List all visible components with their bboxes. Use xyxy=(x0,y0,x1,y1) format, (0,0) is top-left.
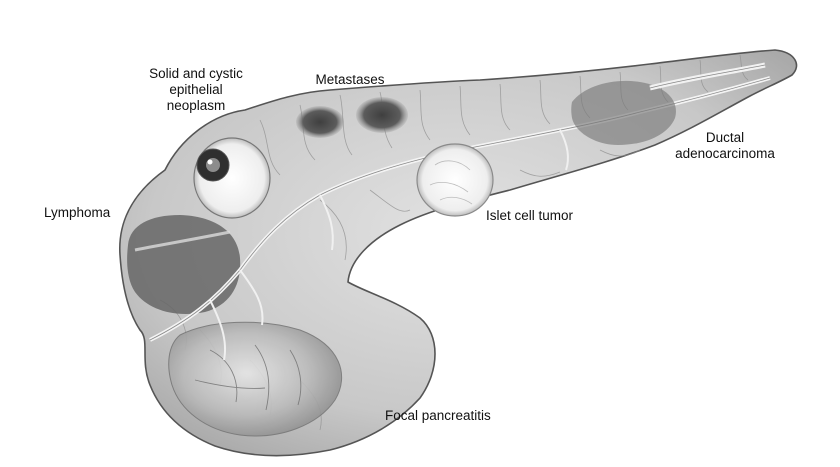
label-ductal-adenocarcinoma: Ductal adenocarcinoma xyxy=(675,130,775,161)
metastasis-2 xyxy=(356,97,408,133)
label-lymphoma: Lymphoma xyxy=(44,205,111,220)
label-solid-cystic-neoplasm: Solid and cystic epithelial neoplasm xyxy=(149,66,243,113)
label-metastases: Metastases xyxy=(315,72,385,87)
metastasis-1 xyxy=(296,106,344,138)
lymphoma-region xyxy=(127,215,241,314)
label-focal-pancreatitis: Focal pancreatitis xyxy=(385,408,491,423)
label-islet-cell-tumor: Islet cell tumor xyxy=(486,208,574,223)
ductal-adenocarcinoma xyxy=(571,80,676,145)
islet-cell-tumor xyxy=(416,143,494,217)
